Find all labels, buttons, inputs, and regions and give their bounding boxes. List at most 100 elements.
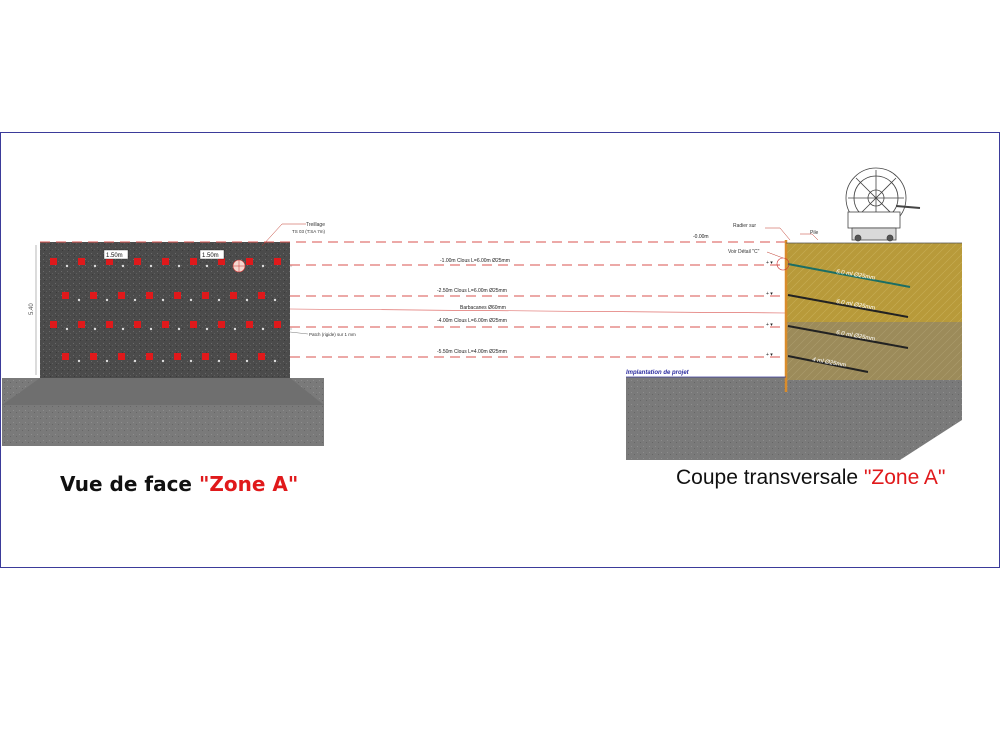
nail-head-mark (62, 353, 69, 360)
nail-head-mark (90, 292, 97, 299)
nail-head-mark (118, 292, 125, 299)
nail-head-mark (218, 321, 225, 328)
spacing-label-2: 1.50m (202, 253, 219, 259)
drain-hole (105, 359, 109, 363)
nail-head-mark (106, 321, 113, 328)
section-view-caption-prefix: Coupe transversale (676, 466, 864, 489)
nail-head-mark (90, 353, 97, 360)
drain-hole (217, 359, 221, 363)
drain-hole (65, 327, 69, 331)
grillage-note-detail: TS 03 (T:SA 7m) (292, 229, 326, 234)
nail-head-markers: + ▾ + ▾ + ▾ + ▾ (766, 260, 773, 358)
patch-note: Patch (rigide) sur 1 mm (309, 332, 356, 337)
svg-text:+ ▾: + ▾ (766, 322, 773, 328)
drain-hole (149, 264, 153, 268)
drain-hole (261, 264, 265, 268)
nail-head-mark (230, 292, 237, 299)
section-view: Implantation de projet -0.00m 6.0 ml Ø25… (626, 167, 962, 460)
nail-head-mark (134, 321, 141, 328)
nail-head-mark (274, 321, 281, 328)
svg-text:+ ▾: + ▾ (766, 291, 773, 297)
level-label-4: -5.50m Clous L=4.00m Ø25mm (437, 349, 507, 355)
drain-hole (77, 359, 81, 363)
pile-leader (800, 233, 819, 241)
nail-head-mark (50, 321, 57, 328)
top-level-label: -0.00m (693, 234, 709, 240)
drain-hole (233, 327, 237, 331)
level-label-2: -2.50m Clous L=6.00m Ø25mm (437, 288, 507, 294)
detail-note: Voir Détail "C" (728, 249, 760, 255)
nail-head-mark (134, 258, 141, 265)
drain-hole (245, 298, 249, 302)
front-view-caption: Vue de face "Zone A" (60, 472, 298, 496)
spacing-label-1: 1.50m (106, 253, 123, 259)
drain-hole (149, 327, 153, 331)
drain-detail-icon (232, 259, 246, 273)
spacing-label-box-1 (103, 249, 129, 260)
substratum-layer (786, 380, 962, 420)
spacing-label-box-2 (199, 249, 225, 260)
section-view-caption: Coupe transversale "Zone A" (676, 466, 945, 490)
nail-head-mark (258, 353, 265, 360)
front-view-caption-prefix: Vue de face (60, 472, 199, 496)
nail-head-mark (78, 258, 85, 265)
grillage-note: Treillage (306, 222, 325, 228)
nail-head-mark (258, 292, 265, 299)
nail-head-mark (190, 258, 197, 265)
soil-nail-1 (787, 263, 911, 288)
drain-hole (121, 327, 125, 331)
nail-head-mark (162, 321, 169, 328)
svg-text:+ ▾: + ▾ (766, 352, 773, 358)
nail-head-mark (190, 321, 197, 328)
drain-hole (177, 264, 181, 268)
drain-hole (93, 327, 97, 331)
soil-nail-2 (787, 294, 909, 318)
drain-hole (273, 298, 277, 302)
soil-nail-4 (787, 355, 869, 373)
nail-head-mark (78, 321, 85, 328)
drain-hole (189, 298, 193, 302)
pile-note: Pile (810, 230, 819, 236)
drain-hole (217, 298, 221, 302)
drain-hole (77, 298, 81, 302)
nail-label-4: 4 ml Ø25mm (812, 357, 847, 369)
nail-head-mark (230, 353, 237, 360)
drain-hole (93, 264, 97, 268)
drilling-machine-icon (845, 167, 921, 242)
drain-hole (105, 298, 109, 302)
radier-note: Radier sur (733, 223, 756, 229)
drain-hole (205, 264, 209, 268)
front-view-caption-zone: "Zone A" (198, 472, 299, 496)
nail-head-mark (50, 258, 57, 265)
barbacane-line (289, 308, 787, 314)
nail-head-mark (246, 321, 253, 328)
drain-hole (177, 327, 181, 331)
drain-hole (121, 264, 125, 268)
nail-head-mark (106, 258, 113, 265)
drain-hole (161, 359, 165, 363)
nail-head-mark (146, 292, 153, 299)
level-label-3: -4.00m Clous L=6.00m Ø25mm (437, 318, 507, 324)
detail-leader (766, 251, 784, 259)
soil-layer-lower (786, 322, 962, 380)
grillage-leader (261, 223, 306, 247)
nail-head-mark (274, 258, 281, 265)
drain-hole (133, 359, 137, 363)
level-label-barbacane: Barbacanes Ø60mm (460, 305, 506, 311)
drain-hole (261, 327, 265, 331)
front-view: 5.40 1.50m 1.50m Treillage TS 03 (T:SA 7… (2, 222, 356, 446)
nail-head-mark (162, 258, 169, 265)
soil-nail-3 (787, 325, 909, 349)
drain-hole (245, 359, 249, 363)
drain-hole (289, 327, 293, 331)
section-view-caption-zone: "Zone A" (863, 466, 946, 489)
drain-hole (205, 327, 209, 331)
drain-hole (133, 298, 137, 302)
drain-hole (161, 298, 165, 302)
nail-head-mark (146, 353, 153, 360)
nail-head-mark (118, 353, 125, 360)
radier-leader (765, 227, 791, 241)
nail-head-mark (202, 353, 209, 360)
drain-hole (273, 359, 277, 363)
